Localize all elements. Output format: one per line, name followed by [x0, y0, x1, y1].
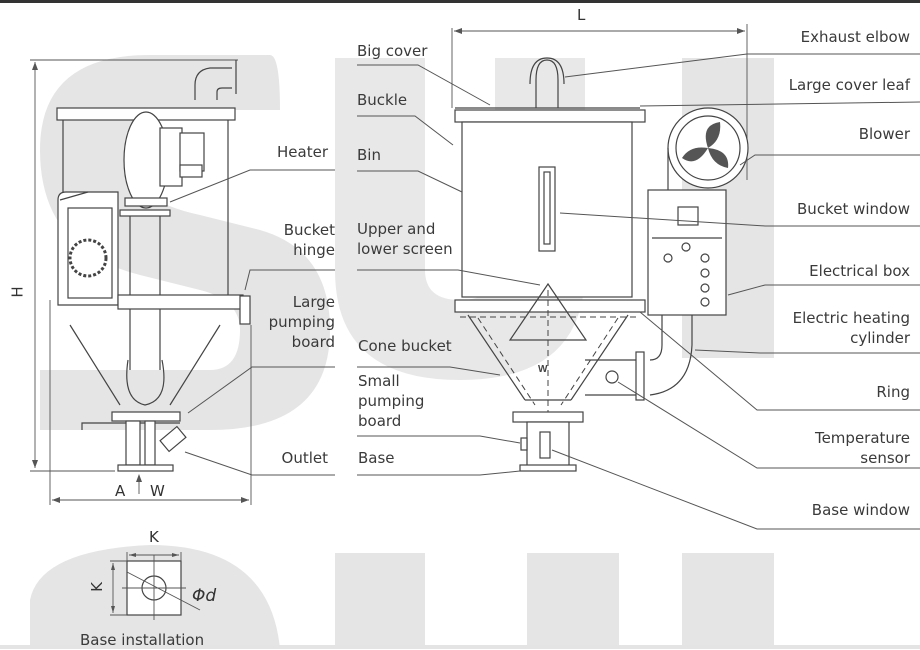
- label-electrical-box: Electrical box: [809, 262, 910, 280]
- label-bucket-window: Bucket window: [797, 200, 910, 218]
- label-temperature-sensor-2: sensor: [860, 449, 910, 467]
- dim-width-label: W: [150, 482, 165, 500]
- label-upper-lower-screen-2: lower screen: [357, 240, 453, 258]
- label-large-pumping-board-1: Large: [292, 293, 335, 311]
- label-large-cover-leaf: Large cover leaf: [788, 76, 910, 94]
- leader-lines: [169, 53, 920, 530]
- label-blower: Blower: [858, 125, 910, 143]
- dim-outlet-offset-label: A: [115, 482, 126, 500]
- label-ring: Ring: [876, 383, 910, 401]
- label-bucket-hinge-1: Bucket: [283, 221, 335, 239]
- front-view-drawing: W: [451, 24, 749, 472]
- label-large-pumping-board-3: board: [291, 333, 335, 351]
- label-outlet: Outlet: [281, 449, 328, 467]
- base-installation-drawing: [110, 552, 201, 620]
- bottom-border: [0, 645, 920, 649]
- label-big-cover: Big cover: [357, 42, 428, 60]
- dim-hole-diameter-label: Φd: [192, 586, 217, 606]
- dim-length-label: L: [577, 6, 586, 24]
- label-exhaust-elbow: Exhaust elbow: [800, 28, 910, 46]
- label-bin: Bin: [357, 146, 381, 164]
- label-temperature-sensor-1: Temperature: [814, 429, 910, 447]
- side-view-drawing: [30, 59, 252, 505]
- label-base: Base: [358, 449, 395, 467]
- label-upper-lower-screen-1: Upper and: [357, 220, 436, 238]
- base-installation-caption: Base installation: [80, 631, 205, 649]
- dim-height-label: H: [8, 286, 27, 298]
- label-bucket-hinge-2: hinge: [293, 241, 335, 259]
- dim-base-side-vertical-label: K: [87, 582, 106, 592]
- label-electric-heating-cylinder-1: Electric heating: [792, 309, 910, 327]
- label-large-pumping-board-2: pumping: [268, 313, 335, 331]
- label-buckle: Buckle: [357, 91, 408, 109]
- label-small-pumping-board-2: pumping: [358, 392, 425, 410]
- label-base-window: Base window: [811, 501, 910, 519]
- label-heater: Heater: [277, 143, 328, 161]
- label-cone-bucket: Cone bucket: [358, 337, 452, 355]
- label-small-pumping-board-1: Small: [358, 372, 400, 390]
- top-border: [0, 0, 920, 3]
- label-small-pumping-board-3: board: [358, 412, 402, 430]
- label-electric-heating-cylinder-2: cylinder: [850, 329, 910, 347]
- svg-text:W: W: [538, 364, 548, 375]
- dim-base-side-label: K: [149, 528, 159, 546]
